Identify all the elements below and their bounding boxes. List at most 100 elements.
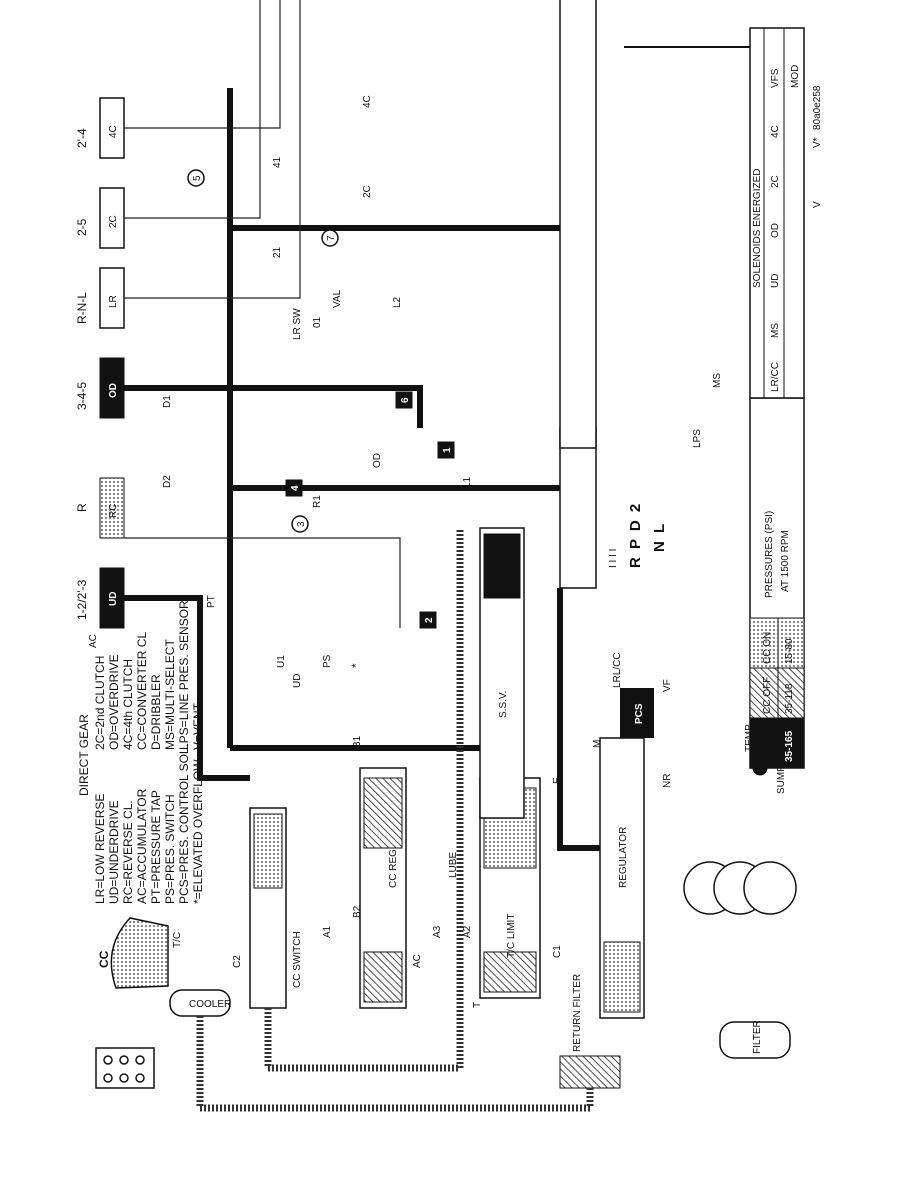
clutch-rc: R RC xyxy=(75,477,125,539)
cc-off-path xyxy=(264,528,464,1072)
cooler-label: COOLER xyxy=(189,999,231,1010)
pressure-range: 15-80 xyxy=(784,638,795,664)
solenoid-header: OD xyxy=(770,223,781,238)
clutch-ud-name: UD xyxy=(108,592,119,606)
r1-label: R1 xyxy=(312,495,323,508)
legend-abbr: *=ELEVATED OVERFLOW xyxy=(191,759,205,904)
header-rule xyxy=(624,46,804,48)
o1-label: 01 xyxy=(312,316,323,328)
regulator-label: REGULATOR xyxy=(618,827,629,888)
cc-switch-label: CC SWITCH xyxy=(292,931,303,988)
ud-label: UD xyxy=(292,674,303,688)
cc-reg-spring xyxy=(363,777,403,849)
legend-abbr: CC=CONVERTER CL xyxy=(135,632,149,750)
solenoids-title: SOLENOIDS ENERGIZED xyxy=(752,169,763,288)
a1-label: A1 xyxy=(322,925,333,938)
legend-title: DIRECT GEAR xyxy=(77,714,91,796)
check-ball-label: 4 xyxy=(290,485,301,491)
gear-positions-row2: N L xyxy=(651,522,668,552)
vf-label: VF xyxy=(662,679,673,692)
clutch-2c-top: 2-5 xyxy=(75,218,89,236)
clutch-od: 3-4-5 OD xyxy=(75,357,125,419)
legend-abbr: D=DRIBBLER xyxy=(149,674,163,750)
l2-label: L2 xyxy=(392,296,403,308)
legend-abbr: PT=PRESSURE TAP xyxy=(149,790,163,904)
v-label: V xyxy=(812,201,823,208)
lrcc-label: LRL/CC xyxy=(612,652,623,688)
ud-apply-line xyxy=(124,595,250,781)
solenoid-value: MOD xyxy=(790,65,801,88)
b1-label: B1 xyxy=(352,735,363,748)
gear-positions-row1: R P D 2 xyxy=(627,502,644,568)
legend-abbr: 2C=2nd CLUTCH xyxy=(93,656,107,750)
clutch-od-top: 3-4-5 xyxy=(75,382,89,410)
pressure-range: 35-118 xyxy=(784,683,795,714)
clutch-4c: 2'-4 4C xyxy=(75,97,125,159)
cc-reg-accumulator xyxy=(363,951,403,1003)
pressure-label: CC OFF xyxy=(762,677,773,714)
d2-label: D2 xyxy=(162,475,173,488)
b2-label: B2 xyxy=(352,905,363,918)
clutch-od-name: OD xyxy=(108,383,119,398)
return-filter xyxy=(559,1055,621,1089)
d1-label: D1 xyxy=(162,395,173,408)
nr-label: NR xyxy=(662,774,673,788)
lr-sw-label: LR SW xyxy=(292,308,303,340)
2c-valve-label: 2C xyxy=(362,185,373,198)
clutch-rc-top: R xyxy=(75,503,89,512)
sump-label: SUMP xyxy=(776,765,787,794)
lube-dots xyxy=(95,1047,155,1089)
legend-abbr: RC=REVERSE CL. xyxy=(121,800,135,904)
2c-signal-line xyxy=(124,0,261,219)
pressure-label: CC ON xyxy=(762,632,773,664)
torque-converter xyxy=(110,917,169,989)
manual-valve xyxy=(559,427,597,589)
pcs-solenoid xyxy=(620,688,654,738)
legend-abbr: AC=ACCUMULATOR xyxy=(135,788,149,904)
check-ball-label: 6 xyxy=(400,397,411,403)
check-ball-label: 3 xyxy=(296,521,307,527)
tc-limit-label: T/C LIMIT xyxy=(506,914,517,958)
clutch-lr-top: R-N-L xyxy=(75,292,89,324)
pressure-table: 35-165 35-118 15-80 LINE CC OFF CC ON PR… xyxy=(749,397,805,769)
4c-signal-line xyxy=(124,0,281,129)
check-ball-label: 7 xyxy=(326,235,337,241)
cc-label: CC xyxy=(97,950,111,968)
a3-label: A3 xyxy=(432,925,443,938)
clutch-4c-top: 2'-4 xyxy=(75,128,89,148)
clutch-ud-top: 1-2/2'-3 xyxy=(75,579,89,620)
check-ball-label: 5 xyxy=(192,175,203,181)
filter xyxy=(719,1021,791,1059)
pump-gear xyxy=(743,861,797,915)
check-balls: 1 2 3 4 5 6 7 xyxy=(187,169,455,629)
n21-label: 21 xyxy=(272,246,283,258)
return-path xyxy=(196,1016,594,1112)
solenoid-header: VFS xyxy=(770,68,781,88)
l1-label: L1 xyxy=(462,476,473,488)
legend-abbr: LR=LOW REVERSE xyxy=(93,794,107,904)
solenoid-header: LR/CC xyxy=(770,362,781,392)
legend-list: LR=LOW REVERSE UD=UNDERDRIVE RC=REVERSE … xyxy=(93,600,205,904)
clutch-2c: 2-5 2C xyxy=(75,187,125,249)
pressure-label: LINE xyxy=(762,737,773,760)
solenoid-header: 2C xyxy=(770,175,781,188)
clutch-4c-name: 4C xyxy=(108,125,119,138)
ac-label: AC xyxy=(412,954,423,968)
ac-label: AC xyxy=(88,634,99,648)
solenoid-table: SOLENOIDS ENERGIZED LR/CC MS UD OD 2C 4C… xyxy=(749,27,805,399)
pt-label: PT xyxy=(206,595,217,608)
clutch-2c-name: 2C xyxy=(108,215,119,228)
clutch-lr-name: LR xyxy=(108,295,119,308)
clutch-rc-name: RC xyxy=(108,504,119,518)
vstar-label: V* xyxy=(812,137,823,148)
clutch-lr: R-N-L LR xyxy=(75,267,125,329)
t-label: T xyxy=(472,1002,483,1008)
lr-signal-line xyxy=(124,0,301,299)
star-label: * xyxy=(349,663,363,668)
ssv-label: S.S.V. xyxy=(498,691,509,718)
legend-abbr: PCS=PRES. CONTROL SOL. xyxy=(177,744,191,904)
val-label: VAL xyxy=(332,289,343,308)
check-ball-label: 2 xyxy=(424,617,435,623)
c2-label: C2 xyxy=(232,955,243,968)
